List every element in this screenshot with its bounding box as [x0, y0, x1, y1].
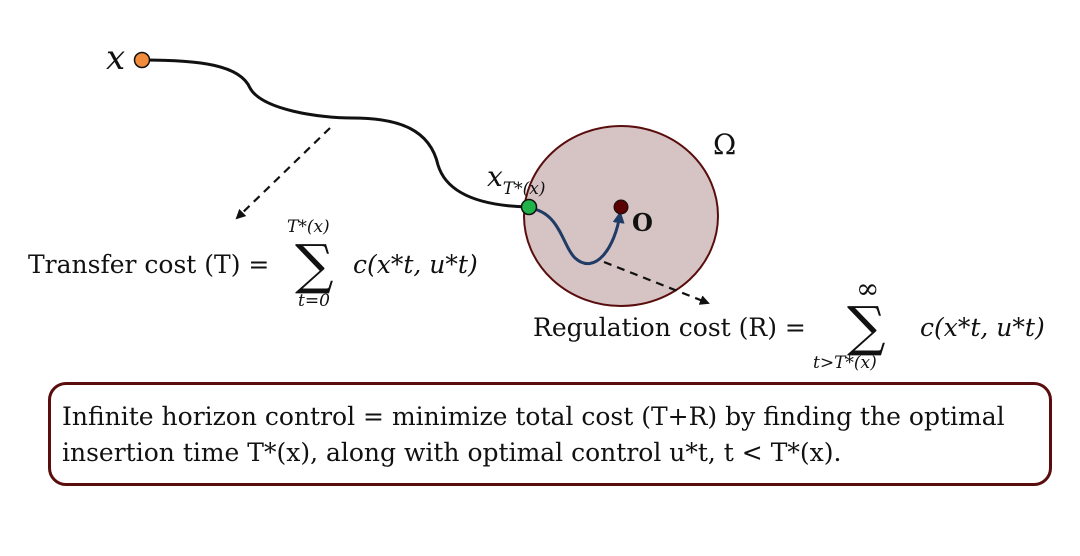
- transfer-sum-lower: t=0: [298, 291, 330, 311]
- start-point: [133, 51, 151, 69]
- regulation-summand: c(x*t, u*t): [920, 313, 1045, 342]
- regulation-sum-upper: ∞: [856, 272, 880, 305]
- summary-box: [48, 382, 1052, 486]
- regulation-trajectory: [528, 206, 625, 266]
- transfer-sum-symbol: ∑: [295, 233, 334, 296]
- regulation-sum-symbol: ∑: [847, 295, 886, 358]
- insertion-label: xT*(x): [487, 160, 546, 199]
- start-label: x: [106, 38, 126, 78]
- regulation-dashed-arrow: [603, 260, 710, 305]
- omega-label: Ω: [713, 128, 737, 161]
- summary-line-2: insertion time T*(x), along with optimal…: [62, 438, 842, 467]
- transfer-sum-upper: T*(x): [287, 217, 330, 237]
- transfer-cost-prefix: Transfer cost (T) =: [28, 250, 270, 279]
- origin-label: O: [632, 208, 653, 237]
- origin-point: [613, 199, 629, 215]
- regulation-sum-lower: t>T*(x): [813, 353, 877, 373]
- transfer-summand: c(x*t, u*t): [353, 250, 478, 279]
- summary-line-1: Infinite horizon control = minimize tota…: [62, 402, 1005, 431]
- transfer-dashed-arrow: [235, 127, 331, 220]
- insertion-point: [520, 198, 538, 216]
- regulation-cost-prefix: Regulation cost (R) =: [533, 313, 806, 342]
- transfer-trajectory: [142, 58, 529, 209]
